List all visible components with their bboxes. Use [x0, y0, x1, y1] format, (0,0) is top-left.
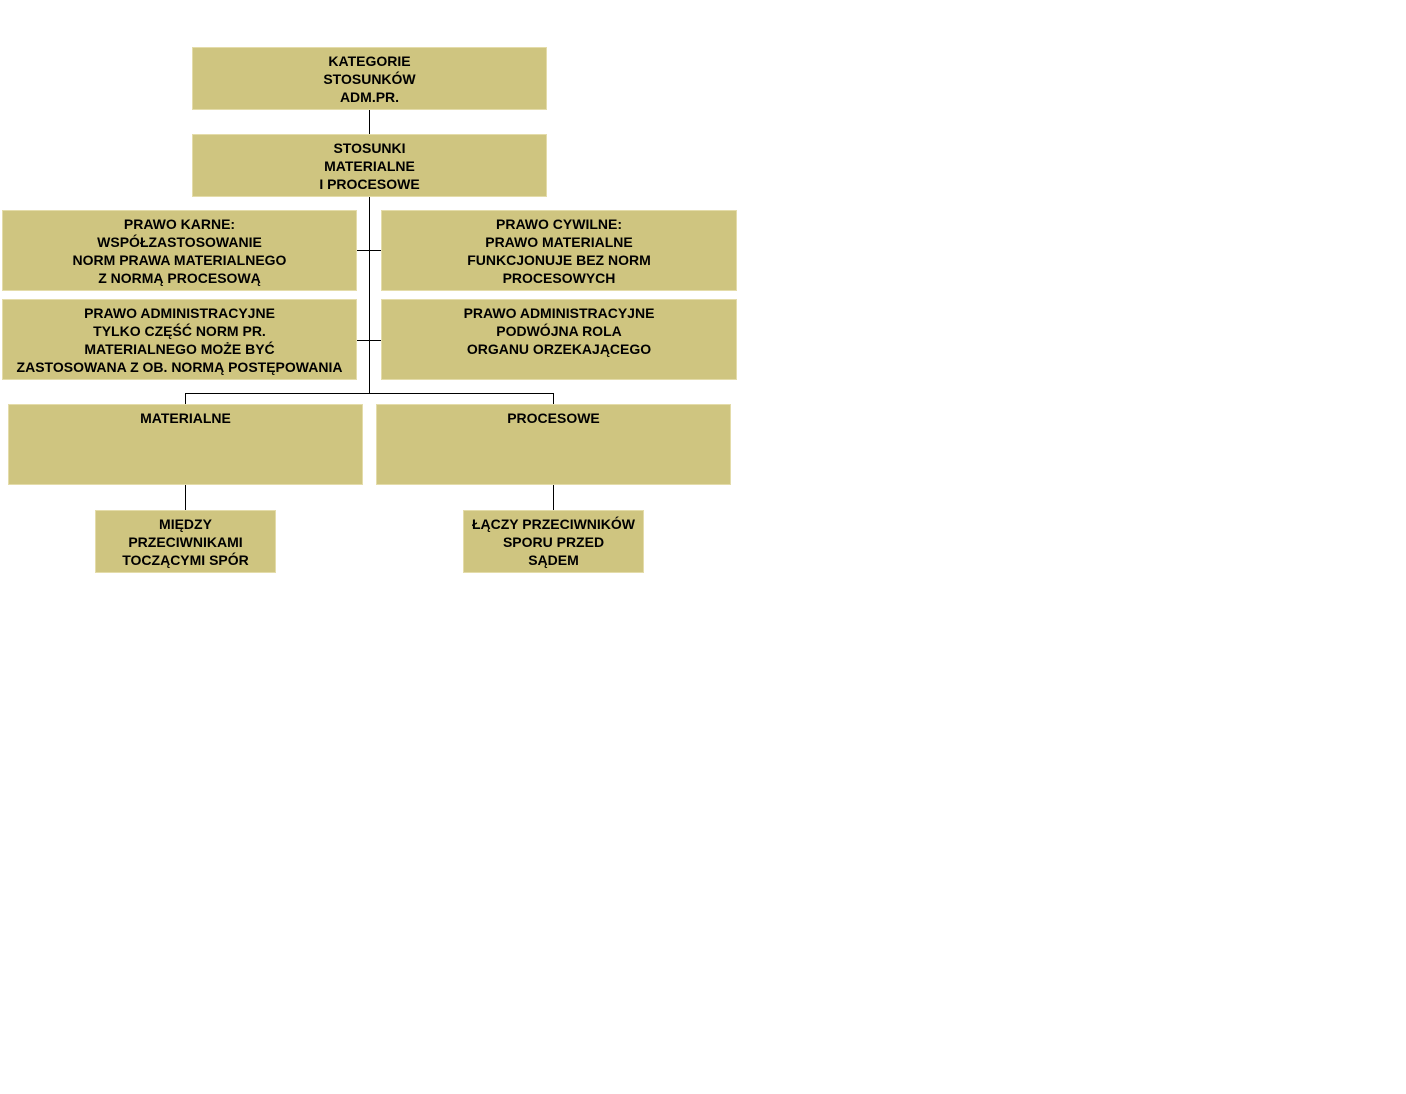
- node-prawo-administracyjne-right: PRAWO ADMINISTRACYJNE PODWÓJNA ROLA ORGA…: [381, 299, 737, 380]
- node-stosunki-materialne-procesowe: STOSUNKI MATERIALNE I PROCESOWE: [192, 134, 547, 197]
- node-text-line: MATERIALNEGO MOŻE BYĆ: [84, 341, 275, 357]
- node-procesowe: PROCESOWE: [376, 404, 731, 485]
- node-text-line: PRAWO MATERIALNE: [485, 234, 633, 250]
- node-text-line: PRZECIWNIKAMI: [128, 534, 243, 550]
- node-text-line: TOCZĄCYMI SPÓR: [122, 552, 249, 568]
- node-prawo-administracyjne-left: PRAWO ADMINISTRACYJNE TYLKO CZĘŚĆ NORM P…: [2, 299, 357, 380]
- node-text-line: MATERIALNE: [324, 158, 415, 174]
- node-text-line: FUNKCJONUJE BEZ NORM: [467, 252, 651, 268]
- node-prawo-cywilne: PRAWO CYWILNE: PRAWO MATERIALNE FUNKCJON…: [381, 210, 737, 291]
- node-text-line: PRAWO CYWILNE:: [496, 216, 622, 232]
- node-text-line: PRAWO KARNE:: [123, 216, 236, 232]
- node-text-line: WSPÓŁZASTOSOWANIE: [97, 234, 262, 250]
- node-materialne: MATERIALNE: [8, 404, 363, 485]
- connector-procesowe-to-laczy: [553, 485, 554, 510]
- node-text-line: ŁĄCZY PRZECIWNIKÓW: [471, 516, 636, 532]
- node-text-line: SĄDEM: [528, 552, 579, 568]
- node-text-line: MATERIALNE: [140, 410, 231, 426]
- connector-root-to-level2: [369, 110, 370, 135]
- node-text-line: STOSUNKÓW: [323, 71, 416, 87]
- node-text-line: MIĘDZY: [159, 516, 212, 532]
- node-text-line: PROCESOWYCH: [502, 270, 616, 286]
- connector-to-karne: [357, 250, 381, 251]
- node-text-line: ADM.PR.: [339, 89, 400, 105]
- node-text-line: I PROCESOWE: [319, 176, 420, 192]
- node-kategorie-stosunkow: KATEGORIE STOSUNKÓW ADM.PR.: [192, 47, 547, 110]
- connector-trunk: [369, 197, 370, 393]
- connector-to-procesowe: [553, 393, 554, 405]
- connector-to-adm-left: [357, 340, 381, 341]
- node-text-line: ZASTOSOWANA Z OB. NORMĄ POSTĘPOWANIA: [16, 359, 343, 375]
- node-prawo-karne: PRAWO KARNE: WSPÓŁZASTOSOWANIE NORM PRAW…: [2, 210, 357, 291]
- node-text-line: TYLKO CZĘŚĆ NORM PR.: [93, 323, 266, 339]
- node-text-line: NORM PRAWA MATERIALNEGO: [72, 252, 287, 268]
- node-text-line: KATEGORIE: [328, 53, 411, 69]
- node-text-line: PROCESOWE: [507, 410, 600, 426]
- node-text-line: PRAWO ADMINISTRACYJNE: [463, 305, 655, 321]
- connector-branch-bar: [185, 393, 554, 394]
- node-text-line: PODWÓJNA ROLA: [496, 323, 622, 339]
- connector-materialne-to-miedzy: [185, 485, 186, 510]
- node-text-line: SPORU PRZED: [502, 534, 605, 550]
- node-text-line: ORGANU ORZEKAJĄCEGO: [466, 341, 652, 357]
- node-text-line: Z NORMĄ PROCESOWĄ: [98, 270, 261, 286]
- node-text-line: PRAWO ADMINISTRACYJNE: [84, 305, 275, 321]
- connector-to-materialne: [185, 393, 186, 405]
- node-miedzy-przeciwnikami: MIĘDZY PRZECIWNIKAMI TOCZĄCYMI SPÓR: [95, 510, 276, 573]
- node-laczy-przeciwnikow: ŁĄCZY PRZECIWNIKÓW SPORU PRZED SĄDEM: [463, 510, 644, 573]
- node-text-line: STOSUNKI: [333, 140, 406, 156]
